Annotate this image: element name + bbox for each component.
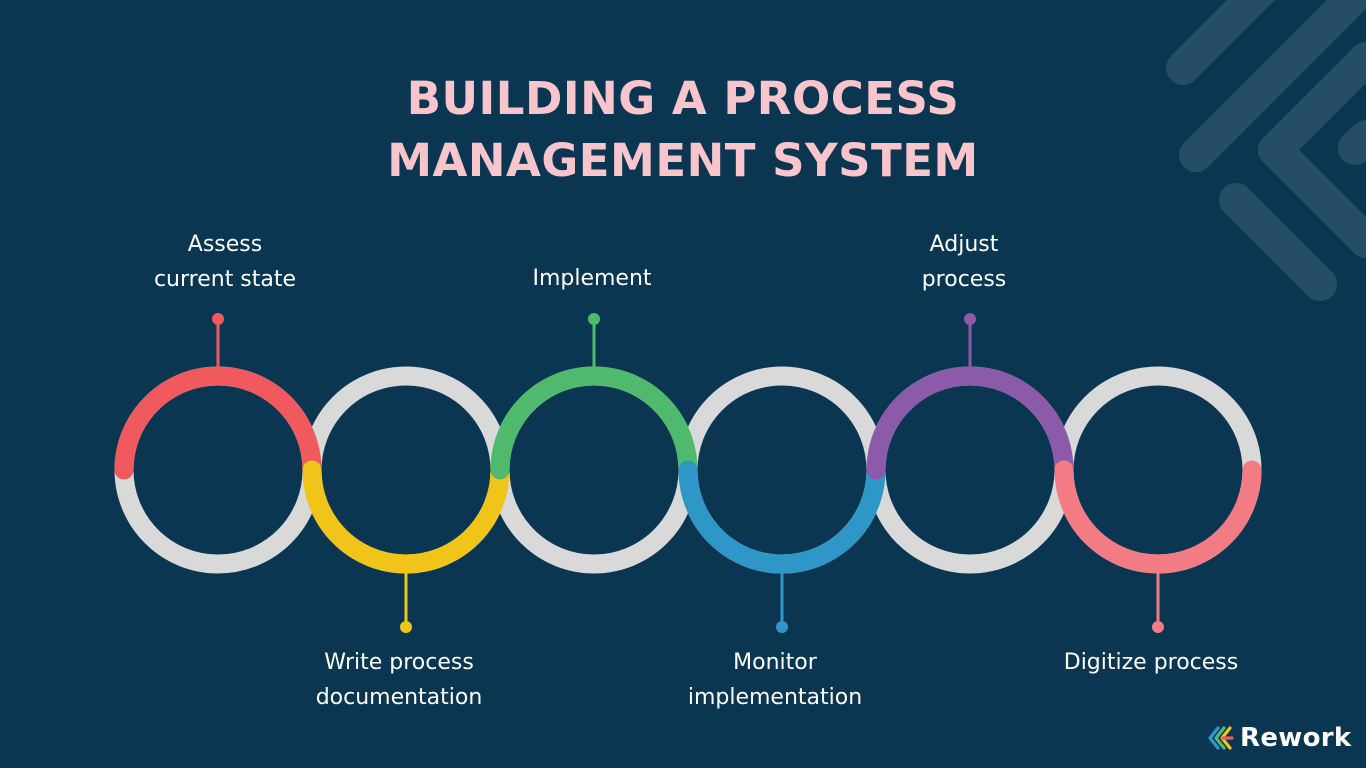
page-title: BUILDING A PROCESS MANAGEMENT SYSTEM: [0, 68, 1366, 192]
step-dot-6: [1152, 621, 1164, 633]
step-label-adjust: Adjust process: [834, 227, 1094, 297]
step-label-digitize: Digitize process: [1021, 645, 1281, 680]
step-dot-4: [776, 621, 788, 633]
step-dot-3: [588, 313, 600, 325]
step-label-assess: Assess current state: [95, 227, 355, 297]
step-arc-6: [1054, 460, 1262, 574]
step-5-line-2: process: [921, 267, 1007, 292]
brand-name: Rework: [1240, 723, 1352, 753]
step-arc-1: [114, 366, 322, 480]
step-3-line-1: Implement: [532, 266, 652, 291]
step-label-monitor: Monitor implementation: [645, 645, 905, 715]
step-2-line-1: Write process: [324, 650, 474, 675]
step-dot-1: [212, 313, 224, 325]
step-dot-5: [964, 313, 976, 325]
step-label-write-documentation: Write process documentation: [269, 645, 529, 715]
step-6-line-1: Digitize process: [1063, 650, 1239, 675]
step-arc-4: [678, 460, 886, 574]
step-1-line-2: current state: [153, 267, 297, 292]
step-arc-5: [866, 366, 1074, 480]
step-dot-2: [400, 621, 412, 633]
step-arc-2: [302, 460, 510, 574]
step-arc-3: [490, 366, 698, 480]
step-5-line-1: Adjust: [929, 232, 999, 257]
step-4-line-1: Monitor: [733, 650, 817, 675]
step-1-line-1: Assess: [187, 232, 263, 257]
title-line-1: BUILDING A PROCESS: [406, 72, 960, 125]
title-line-2: MANAGEMENT SYSTEM: [387, 134, 979, 187]
brand-logo: Rework: [1206, 718, 1351, 758]
step-2-line-2: documentation: [315, 685, 483, 710]
rework-logo-icon: [1208, 726, 1234, 750]
step-4-line-2: implementation: [687, 685, 863, 710]
step-label-implement: Implement: [462, 261, 722, 296]
